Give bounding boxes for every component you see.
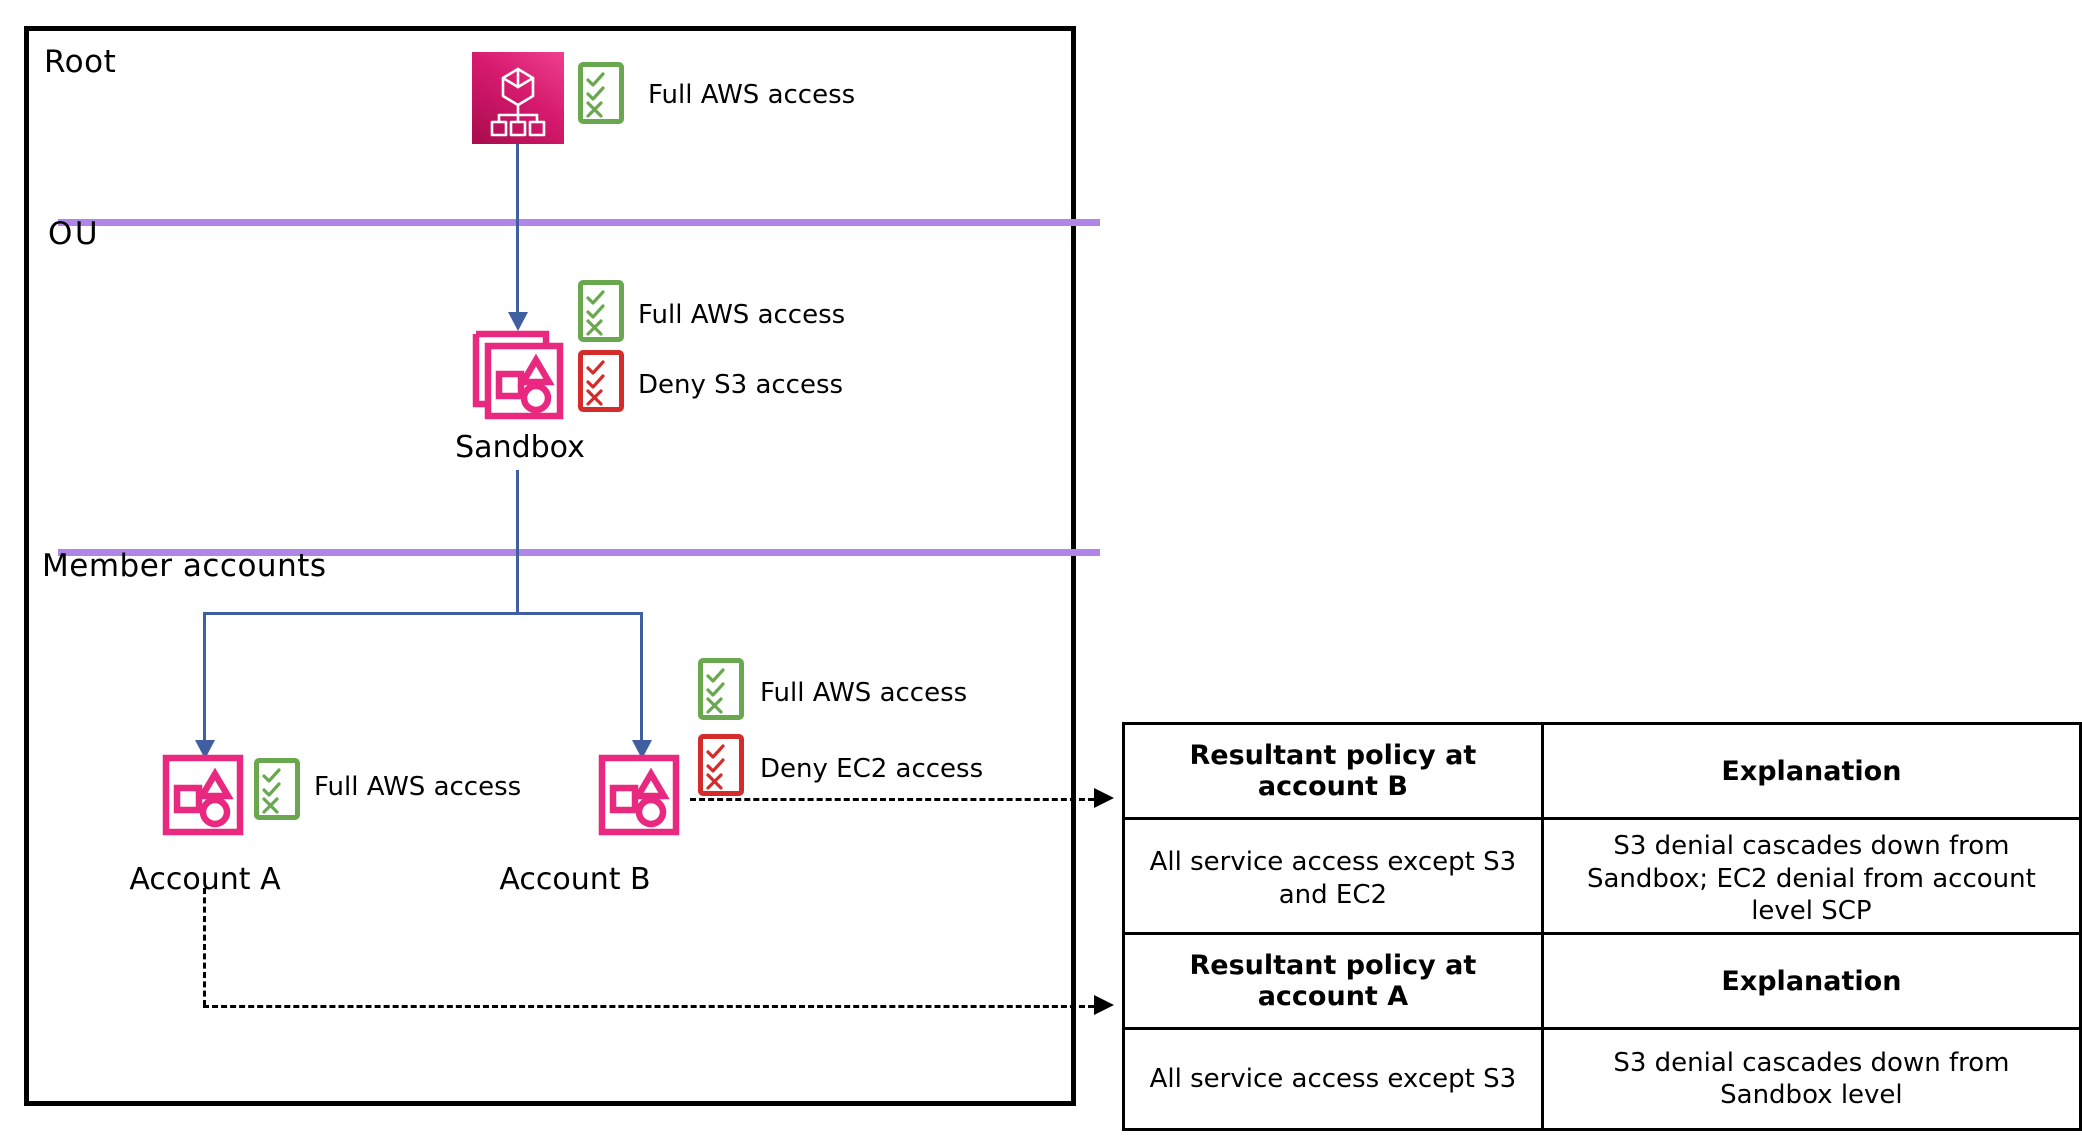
callout-line-account-a-horizontal (203, 1005, 1094, 1008)
node-label-sandbox: Sandbox (455, 430, 585, 465)
table-a-cell-policy: All service access except S3 (1122, 1027, 1544, 1131)
connector-to-account-b (640, 612, 643, 744)
aws-account-icon-a[interactable] (160, 752, 246, 842)
aws-account-icon-b[interactable] (596, 752, 682, 842)
table-a-header-policy: Resultant policy at account A (1122, 932, 1544, 1030)
tier-divider-ou-member (58, 549, 1100, 556)
tier-label-root: Root (44, 44, 117, 80)
policy-label-account-b-deny-ec2: Deny EC2 access (760, 754, 984, 784)
node-label-account-b: Account B (499, 862, 651, 897)
callout-line-account-a-vertical (203, 888, 206, 1006)
arrowhead-to-account-a (195, 740, 215, 759)
result-table-account-a: Resultant policy at account A Explanatio… (1122, 932, 2082, 1131)
connector-to-account-a (203, 612, 206, 744)
connector-sandbox-trunk (516, 470, 519, 614)
callout-line-account-b (690, 798, 1094, 801)
policy-label-account-a-full-access: Full AWS access (314, 772, 522, 802)
table-header-row: Resultant policy at account B Explanatio… (1122, 722, 2082, 820)
table-header-row: Resultant policy at account A Explanatio… (1122, 932, 2082, 1030)
connector-accounts-branch (203, 612, 643, 615)
table-a-header-explanation: Explanation (1540, 932, 2082, 1030)
policy-badge-account-a-full-access[interactable] (254, 758, 300, 820)
policy-badge-account-b-full-access[interactable] (698, 658, 744, 720)
organizational-unit-icon[interactable] (468, 324, 568, 428)
arrowhead-root-to-sandbox (508, 312, 528, 331)
policy-badge-sandbox-deny-s3[interactable] (578, 350, 624, 412)
tier-divider-root-ou (58, 219, 1100, 226)
policy-label-account-b-full-access: Full AWS access (760, 678, 968, 708)
aws-organizations-icon[interactable] (472, 52, 564, 144)
table-b-header-explanation: Explanation (1540, 722, 2082, 820)
arrowhead-callout-account-b (1094, 788, 1114, 808)
policy-label-sandbox-full-access: Full AWS access (638, 300, 846, 330)
tier-label-member-accounts: Member accounts (42, 548, 327, 584)
arrowhead-callout-account-a (1094, 995, 1114, 1015)
connector-root-to-sandbox (516, 144, 519, 316)
result-table-account-b: Resultant policy at account B Explanatio… (1122, 722, 2082, 941)
policy-badge-root-full-access[interactable] (578, 62, 624, 124)
policy-label-root-full-access: Full AWS access (648, 80, 856, 110)
policy-badge-sandbox-full-access[interactable] (578, 280, 624, 342)
table-a-cell-explanation: S3 denial cascades down from Sandbox lev… (1540, 1027, 2082, 1131)
policy-badge-account-b-deny-ec2[interactable] (698, 734, 744, 796)
tier-label-ou: OU (48, 216, 101, 252)
policy-label-sandbox-deny-s3: Deny S3 access (638, 370, 844, 400)
table-b-cell-explanation: S3 denial cascades down from Sandbox; EC… (1540, 817, 2082, 941)
table-row: All service access except S3 and EC2 S3 … (1122, 817, 2082, 941)
arrowhead-to-account-b (632, 740, 652, 759)
table-b-cell-policy: All service access except S3 and EC2 (1122, 817, 1544, 941)
table-row: All service access except S3 S3 denial c… (1122, 1027, 2082, 1131)
organization-container (24, 26, 1100, 1106)
table-b-header-policy: Resultant policy at account B (1122, 722, 1544, 820)
